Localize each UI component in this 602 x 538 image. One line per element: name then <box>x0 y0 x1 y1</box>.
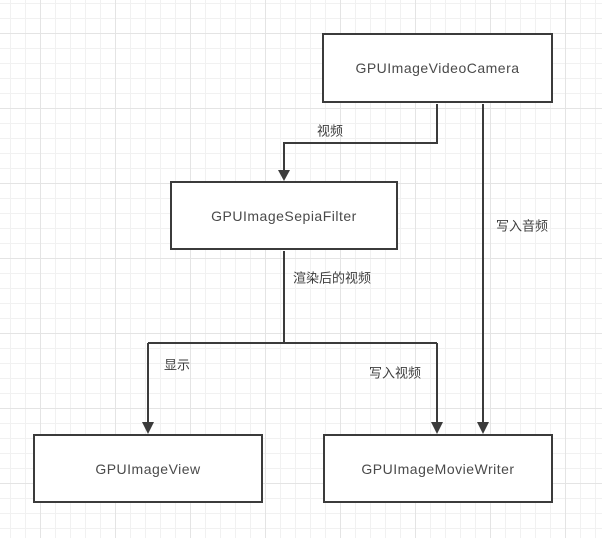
edge-video-arrowhead-icon <box>278 170 290 181</box>
edge-label-write-video: 写入视频 <box>368 365 422 381</box>
edge-video-line <box>283 104 438 171</box>
node-gpuimage-video-camera: GPUImageVideoCamera <box>322 33 553 103</box>
edge-write-video-arrowhead-icon <box>431 422 443 434</box>
edge-rendered-video-line <box>148 251 437 344</box>
node-label: GPUImageView <box>95 460 201 477</box>
edge-label-video: 视频 <box>316 123 344 139</box>
node-gpuimage-movie-writer: GPUImageMovieWriter <box>323 434 553 503</box>
edge-write-audio-arrowhead-icon <box>477 422 489 434</box>
node-label: GPUImageSepiaFilter <box>211 207 357 224</box>
node-label: GPUImageVideoCamera <box>355 60 520 76</box>
edge-display-arrowhead-icon <box>142 422 154 434</box>
node-gpuimage-view: GPUImageView <box>33 434 263 503</box>
edge-label-display: 显示 <box>163 357 191 373</box>
edge-label-rendered-video: 渲染后的视频 <box>292 270 372 286</box>
edge-label-write-audio: 写入音频 <box>495 218 549 234</box>
node-label: GPUImageMovieWriter <box>361 460 515 477</box>
node-gpuimage-sepia-filter: GPUImageSepiaFilter <box>170 181 398 250</box>
